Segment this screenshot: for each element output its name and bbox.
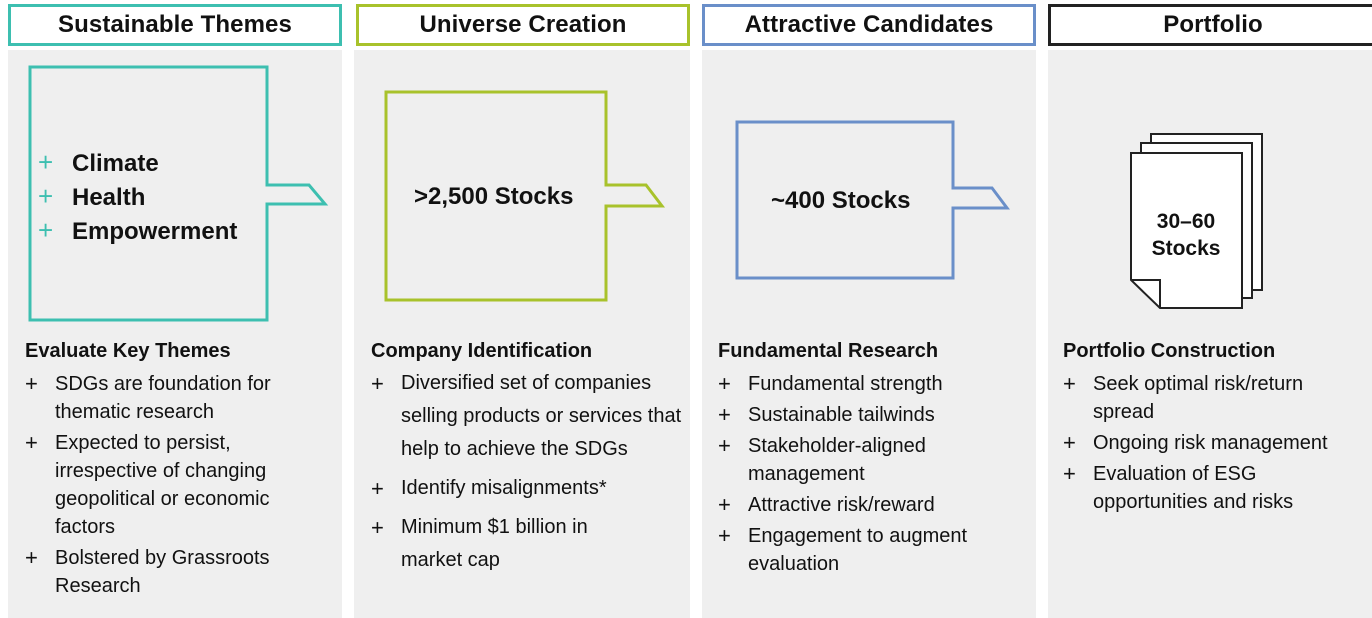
- plus-icon: +: [371, 515, 384, 540]
- section-title-candidates: Fundamental Research: [718, 340, 939, 362]
- plus-icon: +: [718, 433, 731, 458]
- list-item: +Attractive risk/reward: [718, 492, 935, 517]
- header-portfolio: Portfolio: [1048, 4, 1372, 46]
- header-attractive-candidates: Attractive Candidates: [702, 4, 1036, 46]
- stacked-documents-icon: [1130, 133, 1263, 309]
- theme-item-climate: + Climate: [38, 146, 237, 180]
- callout-arrow-icon-candidates: [735, 120, 1010, 280]
- section-title-themes: Evaluate Key Themes: [25, 340, 231, 362]
- list-item: +Stakeholder-aligned management: [718, 433, 926, 485]
- list-item: +Expected to persist, irrespective of ch…: [25, 430, 270, 538]
- bullet-list-universe: +Diversified set of companies selling pr…: [371, 367, 683, 583]
- plus-icon: +: [1063, 430, 1076, 455]
- section-title-portfolio: Portfolio Construction: [1063, 340, 1276, 362]
- theme-label: Climate: [72, 150, 159, 177]
- bullet-list-themes: +SDGs are foundation for thematic resear…: [25, 370, 325, 603]
- theme-label: Empowerment: [72, 218, 238, 245]
- plus-icon: +: [1063, 461, 1076, 486]
- universe-stock-count: >2,500 Stocks: [414, 183, 574, 210]
- list-item: +Diversified set of companies selling pr…: [371, 367, 683, 466]
- bullet-list-candidates: +Fundamental strength +Sustainable tailw…: [718, 370, 1018, 581]
- plus-icon: +: [371, 476, 384, 501]
- plus-icon: +: [371, 371, 384, 396]
- plus-icon: +: [38, 215, 54, 245]
- header-sustainable-themes: Sustainable Themes: [8, 4, 342, 46]
- list-item: +Minimum $1 billion in market cap: [371, 511, 683, 577]
- portfolio-count-unit: Stocks: [1151, 237, 1221, 260]
- list-item: +Identify misalignments*: [371, 472, 683, 505]
- list-item: +Evaluation of ESG opportunities and ris…: [1063, 461, 1294, 513]
- plus-icon: +: [25, 545, 38, 570]
- theme-list: + Climate + Health + Empowerment: [38, 146, 237, 248]
- plus-icon: +: [718, 523, 731, 548]
- bullet-list-portfolio: +Seek optimal risk/return spread +Ongoin…: [1063, 370, 1369, 519]
- list-item: +Bolstered by Grassroots Research: [25, 545, 270, 597]
- section-title-universe: Company Identification: [371, 340, 593, 362]
- list-item: +SDGs are foundation for thematic resear…: [25, 371, 271, 423]
- callout-arrow-icon-themes: [28, 65, 329, 322]
- portfolio-stock-count: 30–60 Stocks: [1134, 208, 1238, 262]
- theme-item-health: + Health: [38, 180, 237, 214]
- list-item: +Seek optimal risk/return spread: [1063, 371, 1304, 423]
- theme-label: Health: [72, 184, 146, 211]
- header-universe-creation: Universe Creation: [356, 4, 690, 46]
- column-background-3: [702, 50, 1036, 618]
- callout-arrow-icon-universe: [384, 90, 666, 302]
- plus-icon: +: [25, 371, 38, 396]
- portfolio-count-range: 30–60: [1156, 210, 1216, 233]
- theme-item-empowerment: + Empowerment: [38, 214, 237, 248]
- plus-icon: +: [718, 492, 731, 517]
- list-item: +Engagement to augment evaluation: [718, 523, 968, 575]
- candidates-stock-count: ~400 Stocks: [771, 187, 911, 214]
- list-item: +Fundamental strength: [718, 371, 943, 396]
- plus-icon: +: [1063, 371, 1076, 396]
- plus-icon: +: [718, 371, 731, 396]
- list-item: +Sustainable tailwinds: [718, 402, 935, 427]
- plus-icon: +: [25, 430, 38, 455]
- plus-icon: +: [38, 181, 54, 211]
- column-background-2: [354, 50, 690, 618]
- plus-icon: +: [718, 402, 731, 427]
- plus-icon: +: [38, 147, 54, 177]
- list-item: +Ongoing risk management: [1063, 430, 1328, 455]
- column-background-1: [8, 50, 342, 618]
